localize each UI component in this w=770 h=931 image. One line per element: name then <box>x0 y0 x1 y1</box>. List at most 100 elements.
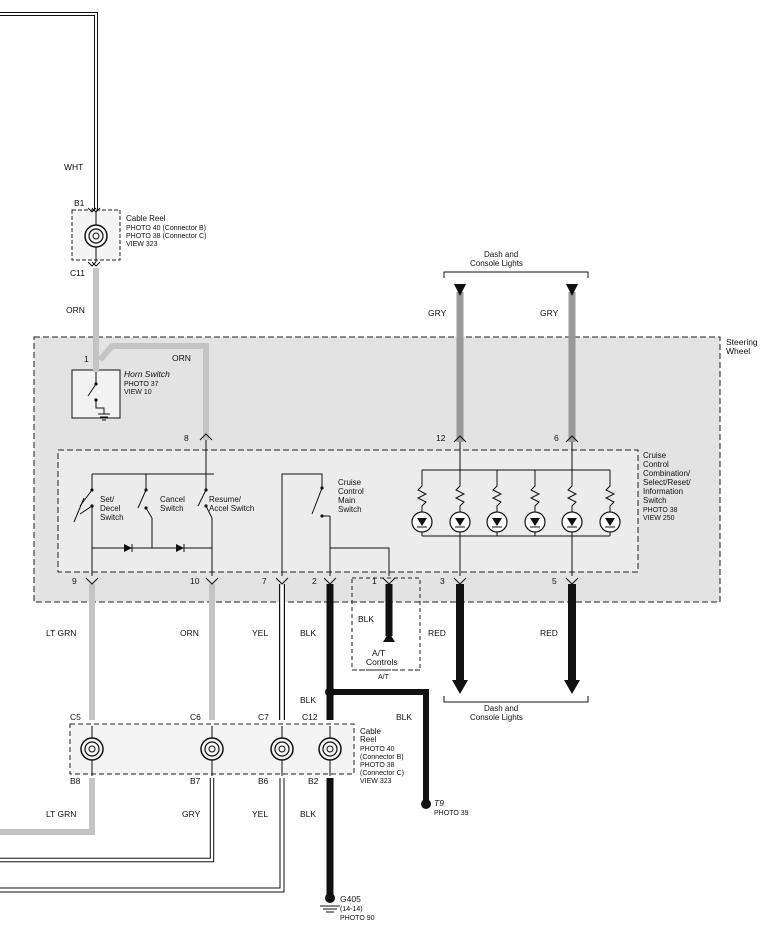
wire-wht <box>0 12 98 212</box>
label-wire-orn-horn: ORN <box>172 353 191 363</box>
cruise-combo-line1: Cruise <box>643 451 667 460</box>
led-3 <box>486 470 508 536</box>
wire-yel-bottom <box>0 778 285 893</box>
set-decel-line1: Set/ <box>100 495 115 504</box>
set-decel-switch-symbol <box>73 488 94 523</box>
label-pin-8: 8 <box>184 433 189 443</box>
label-wire-blk-at: BLK <box>358 614 374 624</box>
t9-label: T9 <box>434 798 444 808</box>
label-pin-c5: C5 <box>70 712 81 722</box>
label-pin-b6: B6 <box>258 776 269 786</box>
label-wire-blk-t9: BLK <box>396 712 412 722</box>
dash-top-line1: Dash and <box>484 250 518 259</box>
cruise-main-line4: Switch <box>338 505 362 514</box>
horn-switch-symbol <box>87 372 110 421</box>
label-wire-lt-grn-bottom: LT GRN <box>46 809 76 819</box>
label-pin-at-1: 1 <box>372 576 377 586</box>
label-wire-blk-node: BLK <box>300 695 316 705</box>
label-pin-5: 5 <box>552 576 557 586</box>
g405-ground-icon <box>320 905 340 913</box>
cruise-internal-wiring <box>91 440 610 576</box>
resume-line1: Resume/ <box>209 495 242 504</box>
label-pin-b7: B7 <box>190 776 201 786</box>
diode-left <box>124 544 132 552</box>
cruise-combo-line7: PHOTO 38 <box>643 507 678 514</box>
cable-reel-bottom-coils <box>80 726 342 776</box>
arrow-red-left <box>452 680 468 694</box>
cruise-main-switch-symbol <box>311 486 330 518</box>
cruise-main-line3: Main <box>338 496 355 505</box>
label-wire-yel: YEL <box>252 628 268 638</box>
label-wire-gry-left: GRY <box>428 308 447 318</box>
horn-switch-photo: PHOTO 37 <box>124 381 159 388</box>
dash-bottom-line1: Dash and <box>484 704 518 713</box>
arrow-gry-left <box>454 284 466 296</box>
cable-reel-bottom-line5: PHOTO 38 <box>360 762 395 769</box>
cancel-switch-symbol <box>137 488 153 519</box>
label-pin-c11: C11 <box>70 268 85 278</box>
cable-reel-bottom-line1: Cable <box>360 727 381 736</box>
label-wire-wht: WHT <box>64 162 83 172</box>
label-wire-lt-grn: LT GRN <box>46 628 76 638</box>
dash-bracket-top <box>443 271 589 278</box>
dash-top-line2: Console Lights <box>470 259 523 268</box>
steering-wheel-label-2: Wheel <box>726 346 750 356</box>
label-pin-6: 6 <box>554 433 559 443</box>
led-5 <box>561 470 583 536</box>
cable-reel-top-coil <box>84 212 108 262</box>
label-wire-orn-top: ORN <box>66 305 85 315</box>
label-pin-3: 3 <box>440 576 445 586</box>
horn-switch-view: VIEW 10 <box>124 389 152 396</box>
cruise-combo-line8: VIEW 250 <box>643 515 675 522</box>
arrow-gry-right <box>566 284 578 296</box>
cable-reel-bottom-line3: PHOTO 40 <box>360 746 395 753</box>
cable-reel-top-title: Cable Reel <box>126 214 166 223</box>
label-pin-2: 2 <box>312 576 317 586</box>
cruise-combo-line3: Combination/ <box>643 469 691 478</box>
set-decel-line3: Switch <box>100 513 124 522</box>
resume-line2: Accel Switch <box>209 504 254 513</box>
label-pin-10: 10 <box>190 576 200 586</box>
resume-switch-symbol <box>197 488 213 519</box>
led-4 <box>524 470 546 536</box>
label-wire-red-right: RED <box>540 628 558 638</box>
pin-markers <box>85 207 579 585</box>
cable-reel-top-line3: PHOTO 38 (Connector C) <box>126 233 206 240</box>
t9-photo: PHOTO 39 <box>434 810 469 817</box>
dash-bracket-bottom <box>443 696 589 703</box>
at-controls-line1: A/T <box>372 648 385 658</box>
label-pin-12: 12 <box>436 433 446 443</box>
g405-label: G405 <box>340 894 361 904</box>
arrow-at <box>383 632 395 642</box>
cruise-main-line1: Cruise <box>338 478 362 487</box>
label-pin-c12: C12 <box>302 712 318 722</box>
dash-bottom-line2: Console Lights <box>470 713 523 722</box>
label-pin-7: 7 <box>262 576 267 586</box>
cancel-line2: Switch <box>160 504 184 513</box>
at-controls-line2: Controls <box>366 657 398 667</box>
blk-splice-node <box>325 687 335 697</box>
g405-photo: PHOTO 90 <box>340 915 375 922</box>
label-wire-blk: BLK <box>300 628 316 638</box>
label-pin-1: 1 <box>84 354 89 364</box>
at-controls-box <box>351 577 421 671</box>
cable-reel-top-line4: VIEW 323 <box>126 241 158 248</box>
t9-terminal <box>421 799 431 809</box>
g405-terminal <box>325 893 335 903</box>
cable-reel-bottom-line4: (Connector B) <box>360 754 404 761</box>
cable-reel-bottom-line7: VIEW 323 <box>360 778 392 785</box>
cable-reel-bottom-line6: (Connector C) <box>360 770 404 777</box>
label-pin-c6: C6 <box>190 712 201 722</box>
cable-reel-bottom-line2: Reel <box>360 735 377 744</box>
label-pin-b8: B8 <box>70 776 81 786</box>
label-wire-gry-right: GRY <box>540 308 559 318</box>
label-wire-blk-bottom: BLK <box>300 809 316 819</box>
label-wire-red-left: RED <box>428 628 446 638</box>
horn-switch-title: Horn Switch <box>124 369 170 379</box>
at-tag: A/T <box>378 674 390 681</box>
label-pin-9: 9 <box>72 576 77 586</box>
led-1 <box>411 470 433 536</box>
label-wire-gry-bottom: GRY <box>182 809 201 819</box>
